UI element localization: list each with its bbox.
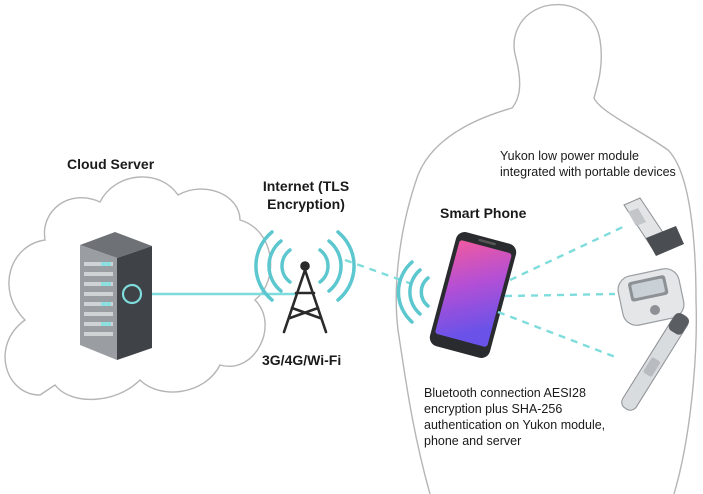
bluetooth-label-line1: Bluetooth connection AESI28 <box>424 386 586 400</box>
cell-tower-icon <box>282 261 328 334</box>
smartphone-icon <box>429 232 517 358</box>
phone-signal-waves <box>396 260 430 324</box>
glucose-meter-icon <box>617 268 685 326</box>
inhaler-icon <box>623 197 684 256</box>
person-silhouette-icon <box>395 4 697 494</box>
internet-label-line1: Internet (TLS <box>262 178 350 194</box>
bluetooth-label-line2: encryption plus SHA-256 <box>424 402 563 416</box>
module-label-line2: integrated with portable devices <box>500 165 676 179</box>
tower-signal-waves <box>254 230 356 302</box>
module-label-line1: Yukon low power module <box>500 149 639 163</box>
device-links <box>497 224 626 360</box>
cloud-icon <box>4 176 272 401</box>
internet-label-line2: Encryption) <box>267 196 345 212</box>
cloud-server-label: Cloud Server <box>67 156 155 172</box>
network-types-label: 3G/4G/Wi-Fi <box>262 352 342 368</box>
bluetooth-label-line3: authentication on Yukon module, <box>424 418 606 432</box>
bluetooth-label-line4: phone and server <box>424 434 522 448</box>
smart-phone-label: Smart Phone <box>440 205 527 221</box>
pen-injector-icon <box>621 313 690 411</box>
server-rack-icon <box>80 232 152 360</box>
